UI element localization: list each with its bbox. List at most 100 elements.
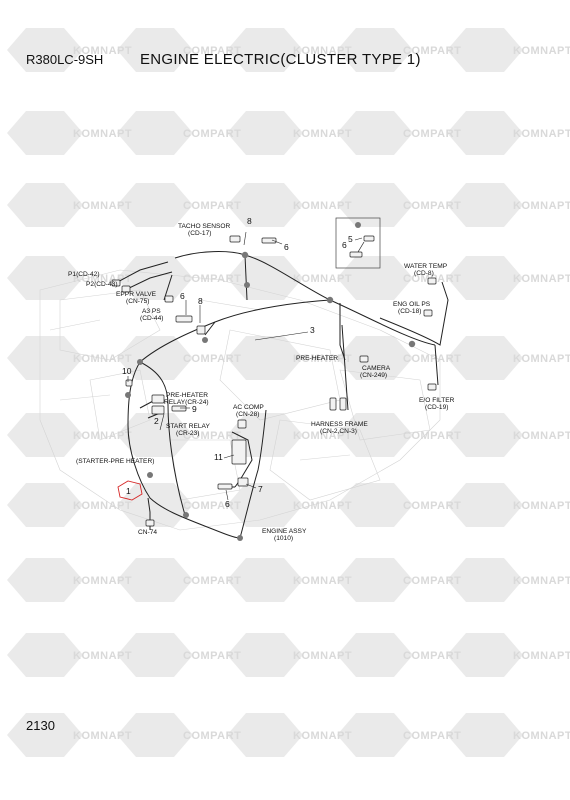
callout-6-top: 6 — [284, 242, 289, 252]
watermark-logo: COMPART — [117, 413, 241, 457]
watermark-logo: KOMNAPT — [447, 183, 570, 227]
watermark-logo: COMPART — [337, 111, 461, 155]
watermark-text: KOMNAPT — [513, 430, 570, 442]
camera-connector-icon — [359, 355, 369, 363]
watermark-logo: KOMNAPT — [7, 558, 132, 602]
harness-frame-connector-icon — [329, 397, 337, 411]
watermark-logo: KOMNAPT — [7, 713, 132, 757]
label-pre-heater: PRE-HEATER — [296, 355, 338, 362]
watermark-text: KOMNAPT — [513, 575, 570, 587]
watermark-text: KOMNAPT — [293, 200, 352, 212]
callout-1: 1 — [126, 486, 131, 496]
callout-2: 2 — [154, 416, 159, 426]
eo-filter-connector-icon — [427, 383, 437, 391]
eng-oil-ps-connector-icon — [423, 309, 433, 317]
watermark-logo: COMPART — [337, 413, 461, 457]
watermark-logo: KOMNAPT — [7, 256, 132, 300]
label-a3-ps: A3 PS — [142, 308, 161, 315]
watermark-logo: COMPART — [337, 483, 461, 527]
label-engine-assy-code: (1010) — [274, 535, 293, 542]
watermark-logo: COMPART — [117, 633, 241, 677]
inset-bolt-icon-2 — [349, 251, 363, 258]
model-number: R380LC-9SH — [26, 52, 104, 67]
watermark-logo: COMPART — [337, 28, 461, 72]
watermark-text: KOMNAPT — [73, 575, 132, 587]
watermark-text: COMPART — [183, 730, 241, 742]
junction-dots — [125, 251, 416, 541]
watermark-logo: KOMNAPT — [227, 183, 352, 227]
watermark-logo: COMPART — [337, 558, 461, 602]
label-starter-pre-heater: (STARTER-PRE HEATER) — [76, 458, 154, 465]
callout-6-mid: 6 — [180, 291, 185, 301]
watermark-text: COMPART — [403, 430, 461, 442]
watermark-logo: COMPART — [117, 256, 241, 300]
watermark-logo: KOMNAPT — [447, 633, 570, 677]
watermark-text: KOMNAPT — [293, 273, 352, 285]
tacho-sensor-connector-icon — [229, 235, 241, 243]
watermark-text: KOMNAPT — [73, 45, 132, 57]
label-harness-frame: HARNESS FRAME — [311, 421, 368, 428]
watermark-logo: COMPART — [117, 28, 241, 72]
watermark-text: COMPART — [183, 500, 241, 512]
bolt-icon — [261, 237, 277, 244]
watermark-logo: KOMNAPT — [447, 713, 570, 757]
watermark-text: KOMNAPT — [513, 273, 570, 285]
watermark-logo: KOMNAPT — [447, 558, 570, 602]
label-eng-oil-ps-code: (CD-18) — [398, 308, 421, 315]
watermark-logo: KOMNAPT — [227, 336, 352, 380]
label-start-relay: START RELAY — [166, 423, 210, 430]
callout-3: 3 — [310, 325, 315, 335]
watermark-text: KOMNAPT — [513, 128, 570, 140]
watermark-logo: KOMNAPT — [447, 336, 570, 380]
watermark-text: KOMNAPT — [293, 45, 352, 57]
callout-numbers: 8 6 5 6 6 8 3 10 9 2 11 7 6 1 — [122, 216, 353, 509]
watermark-text: COMPART — [183, 200, 241, 212]
watermark-logo: KOMNAPT — [447, 483, 570, 527]
page-number: 2130 — [26, 718, 55, 733]
label-camera: CAMERA — [362, 365, 391, 372]
watermark-text: COMPART — [403, 200, 461, 212]
water-temp-connector-icon — [427, 277, 437, 285]
watermark-text: KOMNAPT — [73, 730, 132, 742]
watermark-logo: COMPART — [117, 183, 241, 227]
watermark-logo: KOMNAPT — [447, 256, 570, 300]
watermark-logo: KOMNAPT — [227, 713, 352, 757]
watermark-logo: COMPART — [117, 111, 241, 155]
watermark-text: COMPART — [403, 500, 461, 512]
watermark-logo: KOMNAPT — [227, 28, 352, 72]
watermark-text: KOMNAPT — [293, 128, 352, 140]
label-water-temp: WATER TEMP — [404, 263, 448, 270]
watermark-text: KOMNAPT — [513, 200, 570, 212]
inset-bolt-icon — [363, 235, 375, 242]
eppr-valve-connector-icon — [164, 295, 174, 303]
harness-wires — [111, 251, 449, 539]
p2-connector-icon — [121, 285, 131, 293]
watermark-logo: COMPART — [337, 713, 461, 757]
watermark-text: KOMNAPT — [293, 575, 352, 587]
callout-8-mid: 8 — [198, 296, 203, 306]
watermark-text: COMPART — [183, 128, 241, 140]
component-icons — [111, 235, 437, 527]
watermark-logo: KOMNAPT — [227, 558, 352, 602]
watermark-logo: COMPART — [117, 558, 241, 602]
label-pre-heater-relay: PRE-HEATER — [166, 392, 208, 399]
watermark-text: KOMNAPT — [293, 430, 352, 442]
watermark-text: COMPART — [183, 353, 241, 365]
page-title: ENGINE ELECTRIC(CLUSTER TYPE 1) — [140, 51, 421, 68]
callout-10: 10 — [122, 366, 132, 376]
a3-ps-sensor-icon — [175, 315, 193, 323]
detail-inset — [335, 217, 381, 269]
label-a3-ps-code: (CD-44) — [140, 315, 163, 322]
watermark-text: KOMNAPT — [73, 200, 132, 212]
label-start-relay-code: (CR-23) — [176, 430, 199, 437]
label-harness-frame-code: (CN-2,CN-3) — [320, 428, 357, 435]
watermark-text: COMPART — [403, 575, 461, 587]
watermark-text: COMPART — [403, 730, 461, 742]
callout-11: 11 — [214, 452, 223, 462]
watermark-logo: COMPART — [117, 483, 241, 527]
ac-comp-connector-icon — [237, 419, 247, 429]
label-water-temp-code: (CD-8) — [414, 270, 434, 277]
watermark-text: KOMNAPT — [513, 650, 570, 662]
watermark-text: COMPART — [183, 430, 241, 442]
